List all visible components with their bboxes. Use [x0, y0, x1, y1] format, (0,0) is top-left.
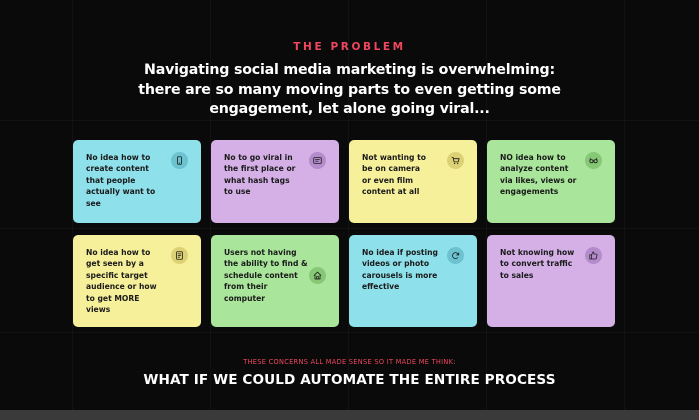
card-text-line: Users not having	[224, 248, 297, 257]
headline-line: engagement, let alone going viral...	[209, 101, 490, 117]
page-headline: Navigating social media marketing is ove…	[100, 61, 599, 120]
document-icon	[171, 247, 188, 264]
problem-card: NO idea how to analyze content via likes…	[487, 140, 615, 223]
card-text: No idea how to create content that peopl…	[86, 152, 167, 209]
card-text: No idea how to get seen by a specific ta…	[86, 247, 167, 315]
card-text-line: specific target	[86, 270, 148, 280]
card-text-line: computer	[224, 293, 265, 303]
card-text: No idea if posting videos or photo carou…	[362, 247, 443, 293]
card-text-line: No idea if posting	[362, 248, 438, 257]
card-text-line: engagements	[500, 187, 559, 197]
card-text-line: to use	[224, 187, 251, 197]
card-text-line: No to go viral in	[224, 153, 293, 162]
card-text-line: the first place or	[224, 164, 296, 174]
card-text-line: Not wanting to	[362, 153, 426, 162]
card-text-line: see	[86, 198, 101, 208]
card-text-line: audience or how	[86, 282, 157, 292]
card-text-line: analyze content	[500, 164, 569, 174]
card-text-line: get seen by a	[86, 259, 144, 269]
bottom-scrollbar[interactable]	[0, 410, 699, 420]
home-icon	[309, 267, 326, 284]
message-icon	[309, 152, 326, 169]
problem-card: Not wanting to be on camera or even film…	[349, 140, 477, 223]
card-text: Users not having the ability to find & s…	[224, 247, 308, 304]
card-text-line: or even film	[362, 175, 414, 185]
card-text: Not knowing how to convert traffic to sa…	[500, 247, 581, 281]
card-text-line: videos or photo	[362, 259, 430, 269]
card-text-line: via likes, views or	[500, 175, 577, 185]
card-text-line: what hash tags	[224, 175, 290, 185]
refresh-icon	[447, 247, 464, 264]
problem-card: No idea how to create content that peopl…	[73, 140, 201, 223]
card-text-line: views	[86, 305, 111, 315]
phone-icon	[171, 152, 188, 169]
card-text-line: actually want to	[86, 187, 156, 197]
card-text-line: carousels is more	[362, 270, 438, 280]
section-eyebrow: THE PROBLEM	[293, 41, 406, 53]
card-text-line: No idea how to	[86, 153, 151, 162]
card-text-line: schedule content	[224, 270, 298, 280]
headline-line: Navigating social media marketing is ove…	[144, 62, 555, 78]
problem-card: No to go viral in the first place or wha…	[211, 140, 339, 223]
closing-headline: WHAT IF WE COULD AUTOMATE THE ENTIRE PRO…	[143, 372, 556, 388]
card-text-line: NO idea how to	[500, 153, 566, 162]
glasses-icon	[585, 152, 602, 169]
card-text-line: create content	[86, 164, 149, 174]
card-text-line: Not knowing how	[500, 248, 575, 257]
problem-card: Not knowing how to convert traffic to sa…	[487, 235, 615, 327]
card-text: Not wanting to be on camera or even film…	[362, 152, 443, 198]
card-text-line: to convert traffic	[500, 259, 573, 269]
cart-icon	[447, 152, 464, 169]
card-text-line: effective	[362, 282, 400, 292]
problem-card: Users not having the ability to find & s…	[211, 235, 339, 327]
card-text-line: to get MORE	[86, 293, 140, 303]
card-text-line: from their	[224, 282, 268, 292]
thumbs-up-icon	[585, 247, 602, 264]
card-text: NO idea how to analyze content via likes…	[500, 152, 581, 198]
card-text-line: be on camera	[362, 164, 421, 174]
card-text-line: content at all	[362, 187, 420, 197]
card-text-line: to sales	[500, 270, 534, 280]
concerns-note: THESE CONCERNS ALL MADE SENSE SO IT MADE…	[243, 358, 456, 366]
problem-card: No idea how to get seen by a specific ta…	[73, 235, 201, 327]
card-text-line: No idea how to	[86, 248, 151, 257]
card-text-line: that people	[86, 175, 136, 185]
problem-card: No idea if posting videos or photo carou…	[349, 235, 477, 327]
card-text: No to go viral in the first place or wha…	[224, 152, 305, 198]
headline-line: there are so many moving parts to even g…	[138, 81, 561, 98]
card-text-line: the ability to find &	[224, 259, 308, 269]
